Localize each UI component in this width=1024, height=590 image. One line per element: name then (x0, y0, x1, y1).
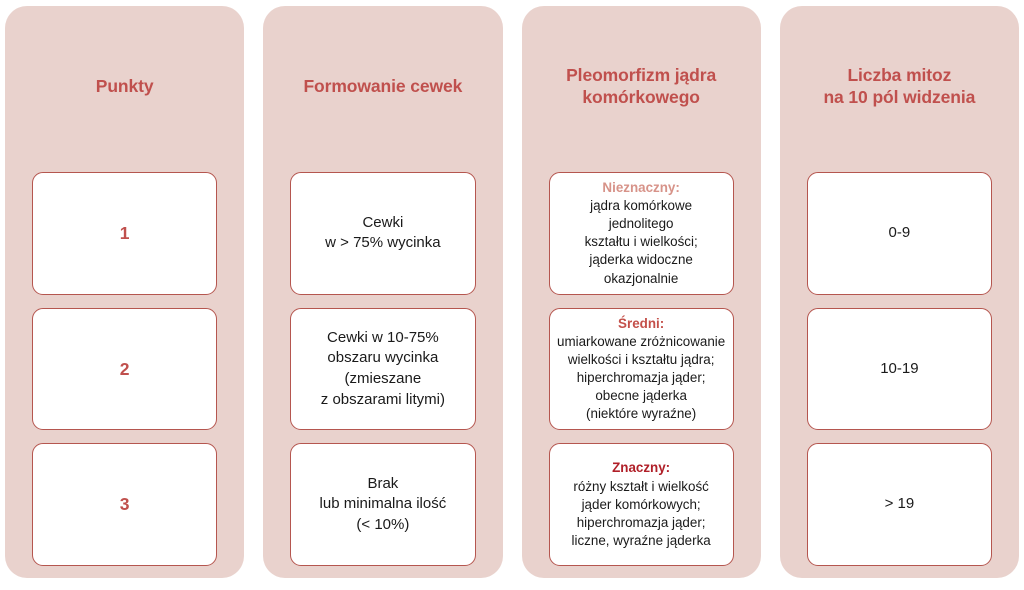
column-panel-punkty: Punkty 1 2 3 (5, 6, 245, 578)
cell-liczba-mitoz-row-3: > 19 (806, 443, 992, 567)
column-header-formowanie-cewek: Formowanie cewek (303, 75, 463, 96)
score-value-punkty-row-2: 2 (119, 358, 130, 379)
column-header-punkty: Punkty (95, 75, 154, 96)
card-stack-liczba-mitoz: 0-9 10-19 > 19 (806, 172, 992, 567)
grade-label-pleomorfizm-jadra-row-2: Średni: (618, 315, 665, 331)
cell-liczba-mitoz-row-2: 10-19 (806, 307, 992, 431)
grade-label-pleomorfizm-jadra-row-3: Znaczny: (612, 460, 671, 476)
cell-liczba-mitoz-row-1: 0-9 (806, 172, 992, 295)
cell-punkty-row-3: 3 (32, 443, 218, 567)
cell-punkty-row-2: 2 (32, 307, 218, 431)
cell-text-liczba-mitoz-row-1: 0-9 (888, 224, 911, 242)
card-stack-punkty: 1 2 3 (32, 172, 218, 567)
cell-text-liczba-mitoz-row-2: 10-19 (880, 359, 919, 377)
score-value-punkty-row-3: 3 (119, 494, 130, 515)
score-value-punkty-row-1: 1 (119, 222, 130, 243)
grade-label-pleomorfizm-jadra-row-1: Nieznaczny: (602, 180, 680, 196)
cell-text-liczba-mitoz-row-3: > 19 (884, 495, 915, 513)
cell-punkty-row-1: 1 (32, 172, 218, 295)
